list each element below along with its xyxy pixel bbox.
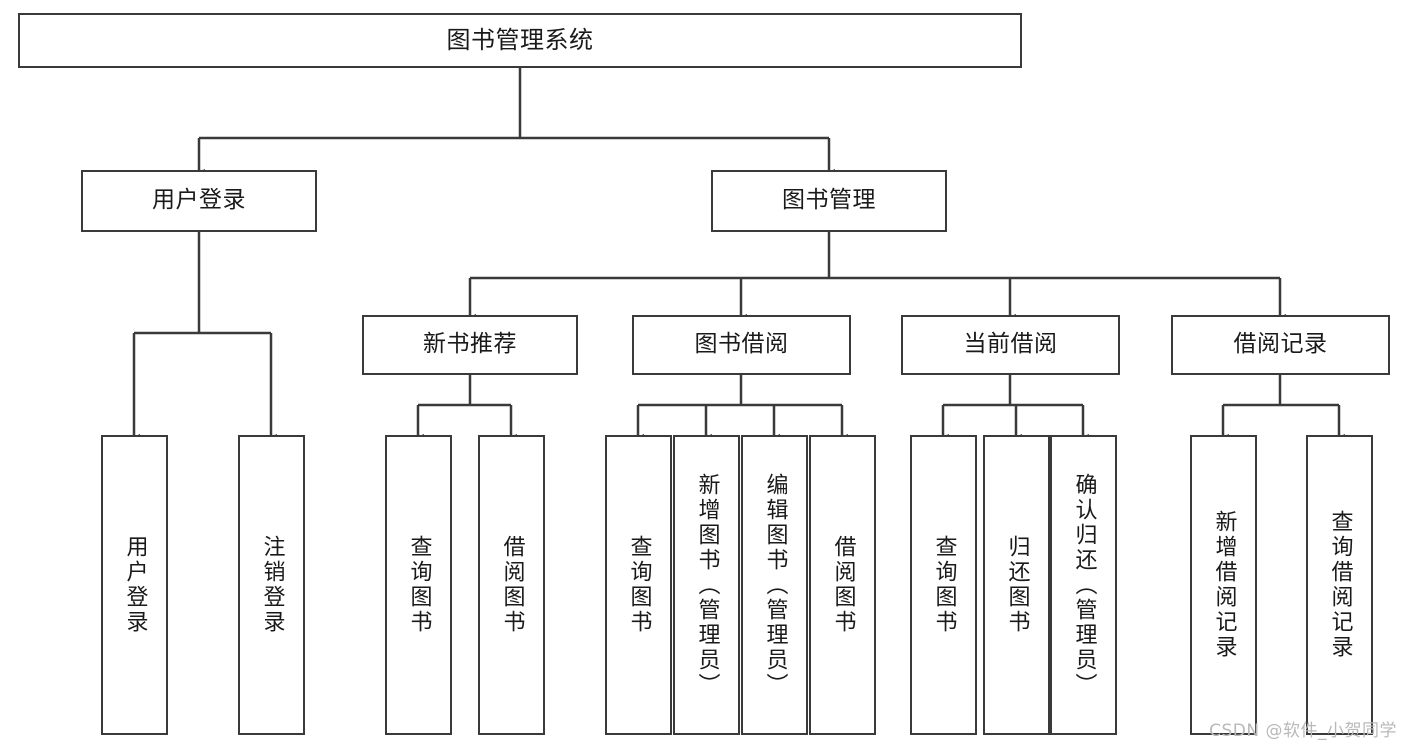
node-leaf-borrow-book-label: 借阅图书: [830, 535, 856, 635]
node-borrow-record[interactable]: 借阅记录: [1171, 315, 1390, 375]
node-leaf-borrow-book-recommend[interactable]: 借阅图书: [478, 435, 545, 735]
node-leaf-query-borrow-record[interactable]: 查询借阅记录: [1306, 435, 1373, 735]
node-leaf-user-login-label: 用户登录: [122, 535, 148, 635]
node-user-login-label: 用户登录: [152, 187, 246, 214]
node-root[interactable]: 图书管理系统: [18, 13, 1022, 68]
node-leaf-logout-label: 注销登录: [259, 535, 285, 635]
node-leaf-edit-book-label: 编辑图书（管理员）: [762, 472, 788, 698]
node-book-management[interactable]: 图书管理: [711, 170, 947, 232]
node-leaf-query-book-current-label: 查询图书: [931, 535, 957, 635]
node-user-login[interactable]: 用户登录: [81, 170, 317, 232]
node-leaf-borrow-book[interactable]: 借阅图书: [809, 435, 876, 735]
node-book-borrow-label: 图书借阅: [694, 331, 789, 358]
node-leaf-confirm-return-label: 确认归还（管理员）: [1071, 472, 1097, 698]
node-current-borrow-label: 当前借阅: [963, 331, 1058, 358]
node-borrow-record-label: 借阅记录: [1233, 331, 1328, 358]
node-new-book-recommend-label: 新书推荐: [423, 331, 517, 358]
node-leaf-add-borrow-record-label: 新增借阅记录: [1211, 510, 1237, 660]
node-new-book-recommend[interactable]: 新书推荐: [362, 315, 578, 375]
node-leaf-query-book-recommend[interactable]: 查询图书: [385, 435, 452, 735]
node-leaf-edit-book[interactable]: 编辑图书（管理员）: [741, 435, 808, 735]
node-leaf-logout[interactable]: 注销登录: [238, 435, 305, 735]
edge-layer: [128, 68, 1345, 444]
node-book-borrow[interactable]: 图书借阅: [632, 315, 851, 375]
watermark: CSDN @软件_小贺同学: [1209, 721, 1397, 741]
node-leaf-return-book[interactable]: 归还图书: [983, 435, 1050, 735]
node-leaf-add-book-label: 新增图书（管理员）: [694, 472, 720, 698]
node-leaf-add-book[interactable]: 新增图书（管理员）: [673, 435, 740, 735]
node-leaf-add-borrow-record[interactable]: 新增借阅记录: [1190, 435, 1257, 735]
node-leaf-user-login[interactable]: 用户登录: [101, 435, 168, 735]
node-leaf-query-borrow-record-label: 查询借阅记录: [1327, 510, 1353, 660]
node-leaf-query-book-borrow-label: 查询图书: [626, 535, 652, 635]
node-current-borrow[interactable]: 当前借阅: [901, 315, 1120, 375]
node-leaf-confirm-return[interactable]: 确认归还（管理员）: [1050, 435, 1117, 735]
node-leaf-query-book-recommend-label: 查询图书: [406, 535, 432, 635]
node-book-management-label: 图书管理: [782, 187, 876, 214]
node-leaf-return-book-label: 归还图书: [1004, 535, 1030, 635]
node-root-label: 图书管理系统: [446, 26, 594, 55]
node-leaf-query-book-borrow[interactable]: 查询图书: [605, 435, 672, 735]
node-leaf-borrow-book-recommend-label: 借阅图书: [499, 535, 525, 635]
node-leaf-query-book-current[interactable]: 查询图书: [910, 435, 977, 735]
